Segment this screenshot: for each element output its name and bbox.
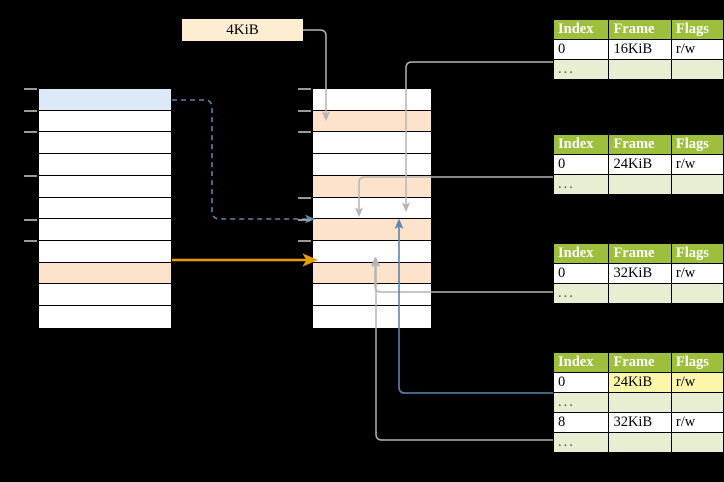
page-table-3-r1-flags xyxy=(670,283,724,304)
physical-memory-tick-2 xyxy=(298,131,311,133)
page-table-4-r3-frame xyxy=(608,432,672,453)
virtual-address-space-tick-2 xyxy=(24,131,37,133)
page-table-1-r0-frame: 16KiB xyxy=(608,39,672,60)
page-table-4-r1-frame xyxy=(608,392,672,413)
page-table-1-row-1: ... xyxy=(552,59,724,80)
page-table-4-r0-index: 0 xyxy=(552,372,610,393)
virtual-address-space-tick-5 xyxy=(24,240,37,242)
page-table-1-r0-index: 0 xyxy=(552,39,610,60)
physical-memory-cell-10 xyxy=(313,306,431,328)
virtual-address-space-tick-4 xyxy=(24,219,37,221)
virtual-address-space-cell-2 xyxy=(39,132,171,155)
callout-4kib: 4KiB xyxy=(182,19,303,41)
physical-memory-cell-2 xyxy=(313,132,431,155)
page-table-3-r1-frame xyxy=(608,283,672,304)
page-table-2-r1-index: ... xyxy=(552,174,610,195)
physical-memory-tick-4 xyxy=(298,219,311,221)
page-table-2-row-1: ... xyxy=(552,174,724,195)
page-table-4-r2-flags: r/w xyxy=(670,412,724,433)
physical-memory-cell-9 xyxy=(313,284,431,307)
page-table-2-header-frame: Frame xyxy=(608,134,672,155)
page-table-4-header-frame: Frame xyxy=(608,352,672,373)
virtual-address-space-cell-7 xyxy=(39,241,171,263)
page-table-1-r1-flags xyxy=(670,59,724,80)
page-table-1-r1-frame xyxy=(608,59,672,80)
page-table-2-r0-index: 0 xyxy=(552,154,610,175)
virtual-address-space-cell-9 xyxy=(39,284,171,307)
virtual-address-space-tick-1 xyxy=(24,110,37,112)
physical-memory-tick-1 xyxy=(298,110,311,112)
physical-memory-column xyxy=(312,88,432,329)
page-table-4-r1-flags xyxy=(670,392,724,413)
physical-memory-cell-8 xyxy=(313,262,431,285)
page-table-4-r3-index: ... xyxy=(552,432,610,453)
page-table-1-header-frame: Frame xyxy=(608,19,672,40)
virtual-address-space-column xyxy=(38,88,172,329)
page-table-2-header-index: Index xyxy=(552,134,610,155)
physical-memory-tick-0 xyxy=(298,88,311,90)
virtual-address-space-cell-5 xyxy=(39,197,171,220)
page-table-4-r0-flags: r/w xyxy=(670,372,724,393)
page-table-1-r1-index: ... xyxy=(552,59,610,80)
page-table-4-header-flags: Flags xyxy=(670,352,724,373)
physical-memory-tick-5 xyxy=(298,240,311,242)
virtual-address-space-cell-3 xyxy=(39,154,171,176)
page-table-1-r0-flags: r/w xyxy=(670,39,724,60)
page-table-4-header-index: Index xyxy=(552,352,610,373)
virtual-address-space-cell-4 xyxy=(39,175,171,198)
physical-memory-tick-3 xyxy=(298,197,311,199)
page-table-3-r0-index: 0 xyxy=(552,263,610,284)
physical-memory-cell-4 xyxy=(313,175,431,198)
page-table-4-row-3: ... xyxy=(552,432,724,453)
virtual-address-space-cell-10 xyxy=(39,306,171,328)
virtual-address-space-tick-0 xyxy=(24,88,37,90)
page-table-2-r1-flags xyxy=(670,174,724,195)
page-table-4-r2-index: 8 xyxy=(552,412,610,433)
page-table-4-row-1: ... xyxy=(552,392,724,413)
page-table-1-header-index: Index xyxy=(552,19,610,40)
physical-memory-cell-1 xyxy=(313,110,431,133)
page-table-3-row-1: ... xyxy=(552,283,724,304)
page-table-3-r0-frame: 32KiB xyxy=(608,263,672,284)
page-table-4-r2-frame: 32KiB xyxy=(608,412,672,433)
callout-label: 4KiB xyxy=(226,21,259,38)
page-table-3-header-flags: Flags xyxy=(670,243,724,264)
page-table-2-header-flags: Flags xyxy=(670,134,724,155)
page-table-1-header-flags: Flags xyxy=(670,19,724,40)
page-table-2-r0-frame: 24KiB xyxy=(608,154,672,175)
page-table-4-r3-flags xyxy=(670,432,724,453)
page-table-3-r0-flags: r/w xyxy=(670,263,724,284)
page-table-2-r1-frame xyxy=(608,174,672,195)
page-table-4-r0-frame: 24KiB xyxy=(608,372,672,393)
physical-memory-cell-0 xyxy=(313,89,431,111)
virtual-address-space-cell-6 xyxy=(39,219,171,242)
virtual-address-space-cell-1 xyxy=(39,110,171,133)
page-table-4-r1-index: ... xyxy=(552,392,610,413)
page-table-2-r0-flags: r/w xyxy=(670,154,724,175)
physical-memory-cell-3 xyxy=(313,154,431,176)
physical-memory-cell-6 xyxy=(313,219,431,242)
physical-memory-cell-5 xyxy=(313,197,431,220)
physical-memory-cell-7 xyxy=(313,241,431,263)
page-table-3-r1-index: ... xyxy=(552,283,610,304)
virtual-address-space-cell-0 xyxy=(39,89,171,111)
page-table-3-header-index: Index xyxy=(552,243,610,264)
virtual-address-space-tick-3 xyxy=(24,175,37,177)
virtual-address-space-cell-8 xyxy=(39,262,171,285)
page-table-3-header-frame: Frame xyxy=(608,243,672,264)
